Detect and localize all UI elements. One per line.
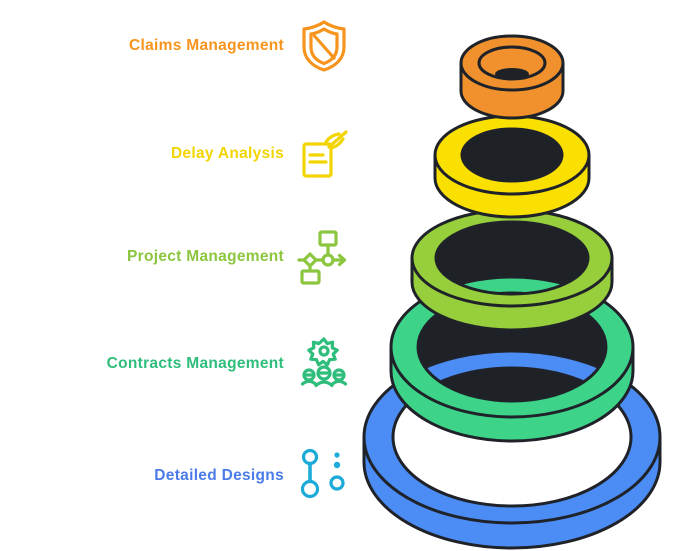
team-gear-icon	[296, 336, 352, 392]
ring-project-management	[410, 208, 614, 332]
document-hand-icon	[296, 126, 352, 182]
layer-label: Delay Analysis	[170, 145, 284, 162]
flowchart-icon	[296, 229, 352, 285]
layer-row-detailed-designs: Detailed Designs	[0, 448, 354, 504]
layer-row-claims-management: Claims Management	[0, 18, 354, 74]
lime-hole-shadow	[436, 222, 588, 294]
ring-face-line	[459, 62, 565, 92]
ring-face-line	[362, 436, 662, 525]
yellow-hole-shadow	[462, 129, 562, 181]
layer-label: Claims Management	[129, 37, 284, 54]
ring-body	[362, 349, 662, 550]
ring-body	[459, 34, 565, 120]
ring-face-line	[433, 154, 591, 196]
layer-row-contracts-management: Contracts Management	[0, 336, 354, 392]
ring-delay-analysis	[433, 114, 591, 219]
ring-face-line	[410, 257, 614, 308]
layer-row-delay-analysis: Delay Analysis	[0, 126, 354, 182]
layer-label: Detailed Designs	[154, 467, 284, 484]
shield-icon	[296, 18, 352, 74]
layer-row-project-management: Project Management	[0, 229, 354, 285]
ring-face-line	[389, 346, 635, 419]
route-icon	[296, 448, 352, 504]
ring-claims-management	[459, 34, 565, 120]
layer-label: Contracts Management	[106, 355, 284, 372]
ring-body	[433, 114, 591, 219]
ring-detailed-designs	[362, 349, 662, 550]
layer-label: Project Management	[127, 248, 284, 265]
